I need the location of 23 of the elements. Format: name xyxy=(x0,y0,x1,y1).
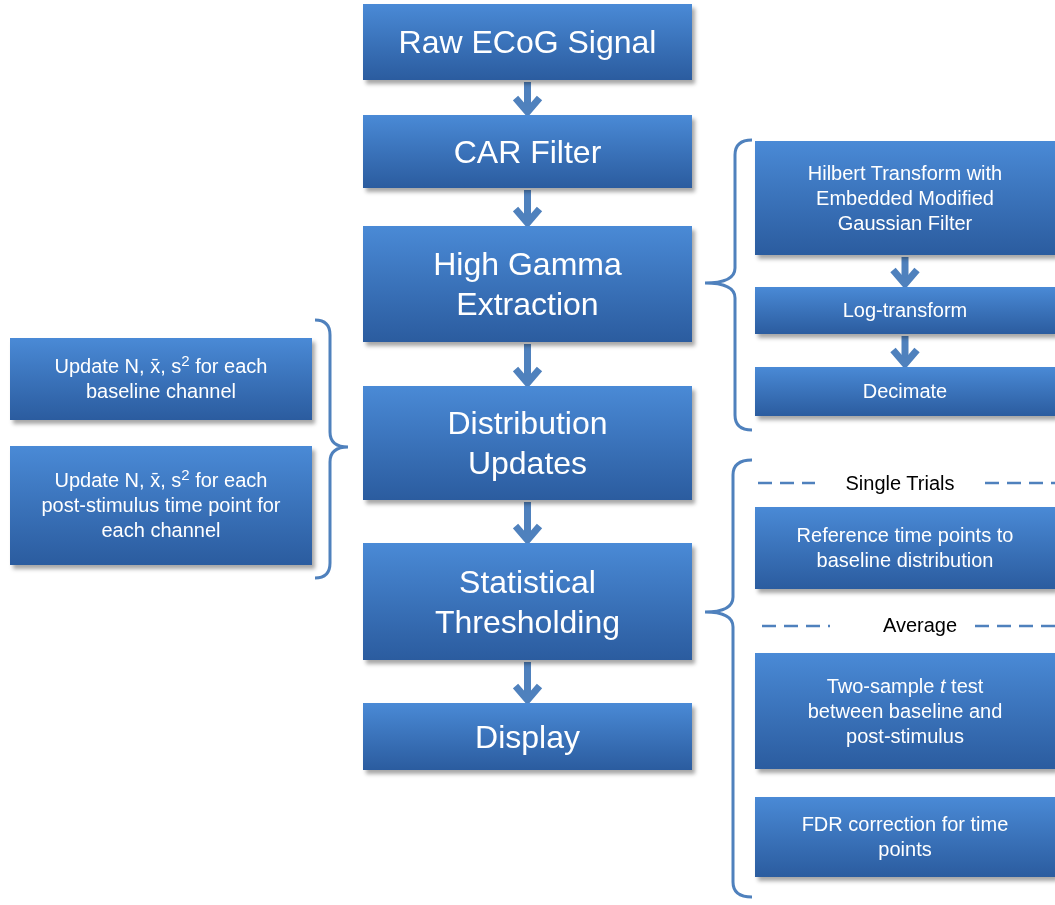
process-box: Update N, x̄, s$^{2}$ for each baseline channel xyxy=(10,338,312,420)
process-box: Display xyxy=(363,703,692,770)
process-box: FDR correction for time points xyxy=(755,797,1055,877)
section-label: Single Trials xyxy=(845,473,955,493)
process-box: CAR Filter xyxy=(363,115,692,188)
process-box: Raw ECoG Signal xyxy=(363,4,692,80)
arrow xyxy=(889,257,921,288)
process-box: Statistical Thresholding xyxy=(363,543,692,660)
arrow xyxy=(512,344,543,387)
process-box: Two-sample t test between baseline and post-stimulus xyxy=(755,653,1055,769)
arrow xyxy=(889,336,921,368)
process-box: Log-transform xyxy=(755,287,1055,334)
arrow xyxy=(512,190,543,227)
process-box: Hilbert Transform with Embedded Modified Gaussian Filter xyxy=(755,141,1055,255)
arrow xyxy=(512,502,543,544)
process-box: Reference time points to baseline distribution xyxy=(755,507,1055,589)
arrow xyxy=(512,662,543,704)
section-label: Average xyxy=(882,615,958,635)
arrow xyxy=(512,82,543,116)
process-box: High Gamma Extraction xyxy=(363,226,692,342)
process-box: Decimate xyxy=(755,367,1055,416)
process-box: Update N, x̄, s$^{2}$ for each post-stimulus time point for each channel xyxy=(10,446,312,565)
process-box: Distribution Updates xyxy=(363,386,692,500)
